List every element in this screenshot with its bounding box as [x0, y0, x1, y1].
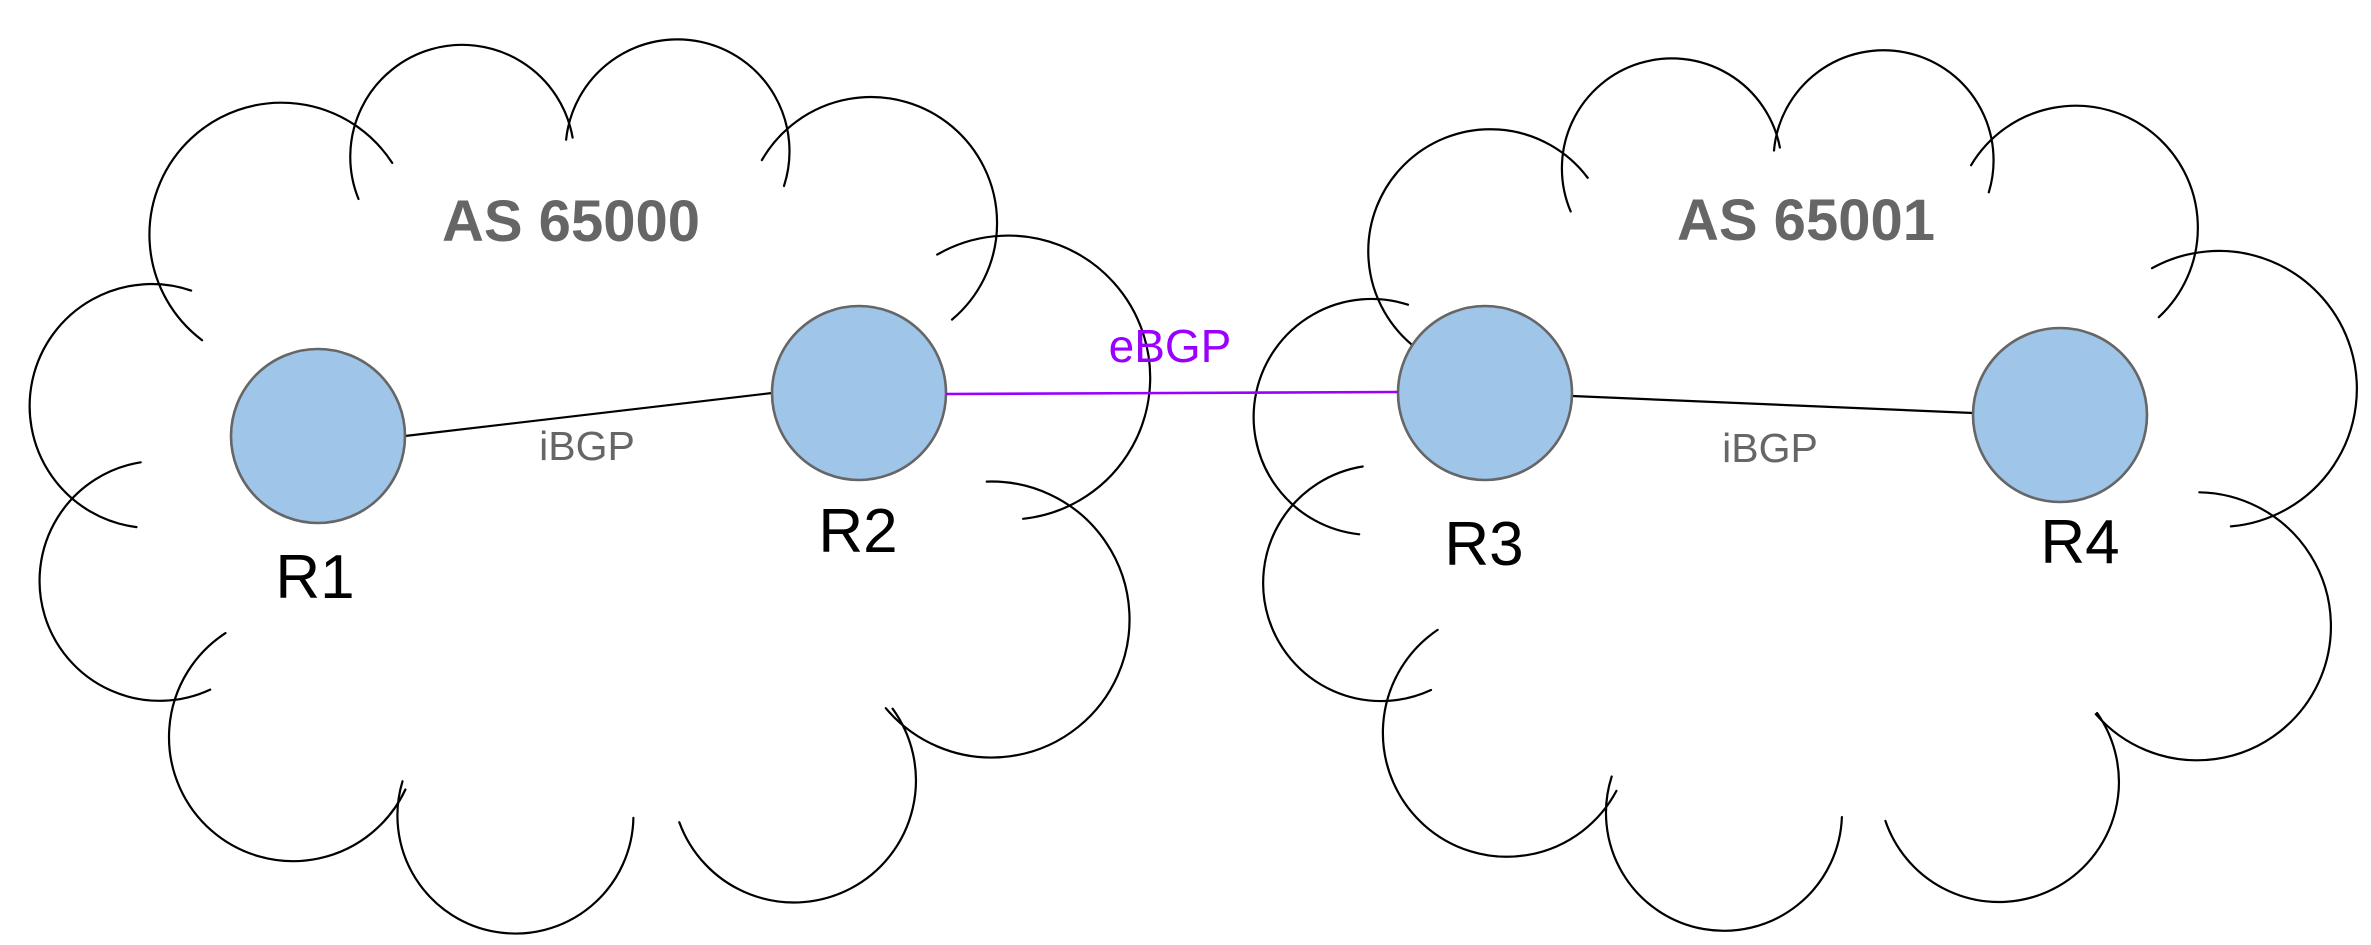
cloud-bump-arc: [2150, 249, 2358, 528]
cloud-bump-arc: [1381, 628, 1618, 858]
cloud-bump-arc: [1970, 104, 2199, 319]
cloud-bump-arc: [1772, 49, 1995, 194]
router-label-r3: R3: [1444, 510, 1523, 579]
as-65000-group: AS 65000 iBGP R1 R2: [28, 38, 1152, 935]
cloud-bump-arc: [1604, 775, 1843, 932]
cloud-bump-arc: [38, 461, 212, 702]
cloud-bump-arc: [167, 632, 407, 863]
cloud-bump-arc: [678, 707, 917, 904]
router-node-r3: [1396, 304, 1574, 482]
ebgp-group: eBGP: [945, 320, 1399, 396]
cloud-bump-arc: [565, 38, 791, 188]
cloud-bump-arc: [2094, 491, 2333, 762]
cloud-bump-arc: [1884, 711, 2121, 904]
cloud-bump-arc: [1262, 465, 1433, 703]
ibgp-label-right: iBGP: [1722, 425, 1818, 471]
router-label-r2: R2: [818, 497, 897, 566]
cloud-bump-arc: [349, 43, 574, 201]
ibgp-link-left: [404, 391, 773, 438]
as-label-right: AS 65001: [1677, 188, 1935, 253]
cloud-bump-arc: [1560, 57, 1781, 213]
ibgp-label-left: iBGP: [539, 423, 635, 469]
cloud-bump-arc: [1252, 297, 1410, 536]
router-node-r2: [770, 304, 948, 482]
cloud-bump-arc: [396, 780, 635, 935]
ebgp-label: eBGP: [1109, 320, 1232, 372]
cloud-outline-right: [1252, 49, 2358, 932]
as-label-left: AS 65000: [442, 189, 700, 254]
ebgp-link: [945, 390, 1399, 396]
router-label-r1: R1: [275, 543, 354, 612]
cloud-bump-arc: [28, 283, 193, 529]
as-65001-group: AS 65001 iBGP R3 R4: [1252, 49, 2358, 932]
cloud-bump-arc: [884, 480, 1131, 759]
cloud-bump-arc: [760, 95, 999, 321]
cloud-bump-arc: [148, 101, 394, 342]
cloud-bump-arc: [936, 234, 1152, 520]
ibgp-link-right: [1571, 394, 1974, 415]
router-node-r1: [229, 347, 407, 525]
router-node-r4: [1971, 326, 2149, 504]
router-label-r4: R4: [2040, 508, 2119, 577]
cloud-outline-left: [28, 38, 1152, 935]
